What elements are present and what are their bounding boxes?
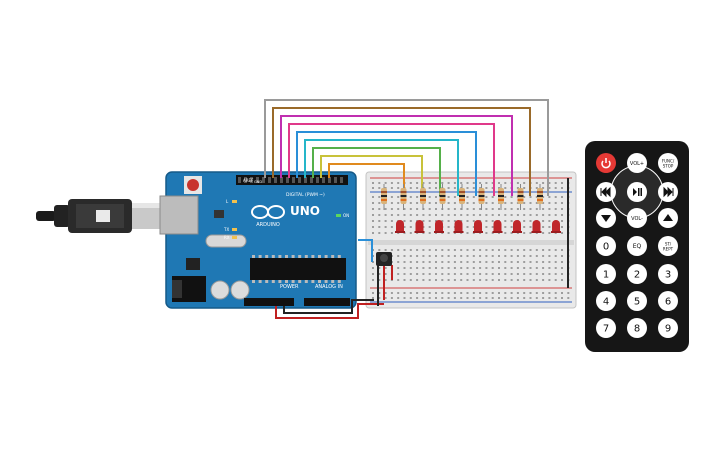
remote-button-three[interactable]: 3 [658,264,678,284]
remote-button-label: 7 [603,324,609,335]
remote-button-label: FUNC/STOP [662,158,675,168]
remote-button-func-stop[interactable]: FUNC/STOP [658,153,678,173]
led [551,220,561,233]
reset-button[interactable] [184,176,202,194]
analog-label: ANALOG IN [315,284,343,290]
remote-button-label: 8 [634,324,640,335]
leds [395,220,561,233]
remote-button-next[interactable] [658,182,678,202]
resistor [537,184,543,210]
led [414,220,425,233]
remote-button-nine[interactable]: 9 [658,318,678,338]
remote-button-seven[interactable]: 7 [596,318,616,338]
led [531,220,542,233]
ir-remote: VOL+ FUNC/STOP VOL- 0 EQ ST/REPT 1 2 3 4 5 6 7 8 9 [585,141,689,352]
ir-receiver [376,252,392,266]
remote-button-four[interactable]: 4 [596,291,616,311]
arduino-board: ARDUINO UNO DIGITAL (PWM ~) POWER ANALOG… [159,171,357,309]
jumper-wire [296,131,477,196]
remote-button-label: ST/REPT [663,241,674,251]
remote-button-label: 6 [665,297,671,308]
usb-cable [36,199,166,233]
next-icon [663,186,674,198]
remote-button-vol-up[interactable]: VOL+ [627,153,647,173]
resistor [498,184,504,210]
power-icon [601,158,611,169]
remote-button-label: 9 [665,324,671,335]
arduino-brand: ARDUINO [256,222,280,228]
resistor [420,184,426,210]
led [395,220,405,233]
remote-button-play-pause[interactable] [627,182,647,202]
breadboard [365,171,577,309]
rx-label: RX [224,235,230,240]
jumper-wire [328,163,405,196]
remote-button-eight[interactable]: 8 [627,318,647,338]
remote-button-two[interactable]: 2 [627,264,647,284]
on-label: ON [343,213,349,218]
remote-button-zero[interactable]: 0 [596,236,616,256]
jumper-wire [320,155,423,196]
remote-button-down[interactable] [596,208,616,228]
jumper-wire [304,139,459,196]
resistor [459,184,465,210]
jumper-wire [288,123,495,196]
resistor [517,184,524,210]
led [434,220,444,233]
remote-button-prev[interactable] [596,182,616,202]
remote-button-vol-down[interactable]: VOL- [627,208,647,228]
led [512,220,522,233]
resistor [439,184,446,210]
remote-button-label: 5 [634,297,640,308]
remote-button-eq[interactable]: EQ [627,236,647,256]
led [492,220,503,233]
digital-label: DIGITAL (PWM ~) [286,192,325,198]
remote-button-label: 4 [603,297,609,308]
remote-button-up[interactable] [658,208,678,228]
down-icon [601,215,611,222]
remote-button-power[interactable] [596,153,616,173]
resistors [381,184,543,210]
remote-button-five[interactable]: 5 [627,291,647,311]
resistor [478,184,485,210]
l-label: L [226,199,229,204]
up-icon [663,214,673,221]
jumper-wire [312,147,441,196]
remote-button-label: 1 [603,270,609,281]
remote-button-st-rept[interactable]: ST/REPT [658,236,678,256]
remote-button-label: VOL- [631,216,643,222]
jumper-wires [264,99,549,196]
remote-button-label: EQ [633,243,642,250]
resistor [381,184,387,210]
play-icon [633,188,642,196]
remote-button-one[interactable]: 1 [596,264,616,284]
remote-button-label: 3 [665,270,671,281]
led [453,220,464,233]
gnd-label: GND [254,180,262,184]
remote-button-label: 0 [603,242,609,253]
remote-button-label: VOL+ [630,161,644,167]
power-wires [275,239,393,319]
resistor [400,184,407,210]
jumper-wire [264,99,549,196]
led [473,220,483,233]
jumper-wire [280,115,513,196]
arduino-model: UNO [290,204,320,218]
prev-icon [600,186,611,198]
power-label: POWER [280,284,299,290]
tx-label: TX [223,227,229,232]
jumper-wire [272,107,531,196]
remote-button-six[interactable]: 6 [658,291,678,311]
aref-label: AREF [243,178,254,183]
remote-button-label: 2 [634,270,640,281]
